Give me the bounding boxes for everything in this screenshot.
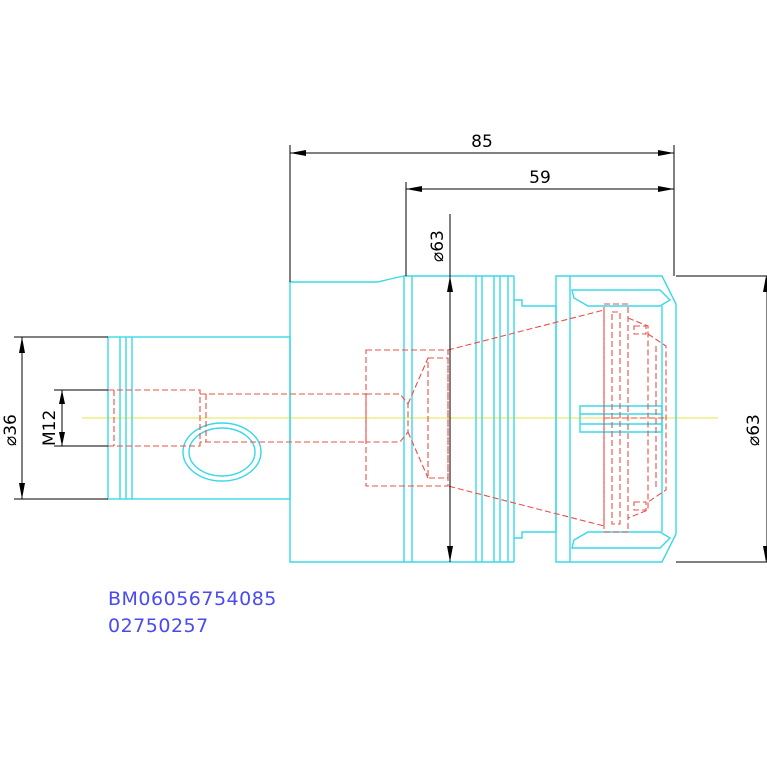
flange-outline — [289, 275, 557, 563]
collet-nut-outline — [555, 275, 677, 563]
part-code-line2: 02750257 — [108, 615, 209, 637]
dimension-59-label: 59 — [529, 168, 551, 188]
part-code-line1: BM06056754085 — [108, 588, 277, 610]
dimension-shank-diameter-label: ⌀36 — [1, 414, 21, 446]
hidden-internal-lines — [108, 303, 667, 533]
dimension-flange-diameter — [447, 214, 453, 562]
dimension-shank-diameter — [14, 336, 108, 500]
dimension-thread — [54, 389, 108, 447]
dimension-85-label: 85 — [471, 132, 493, 152]
dimension-nut-diameter — [676, 275, 767, 563]
dimension-59 — [405, 182, 675, 276]
dimension-85 — [289, 145, 675, 282]
dimension-nut-diameter-label: ⌀63 — [744, 414, 764, 446]
shank-outline — [107, 336, 291, 500]
dimension-flange-diameter-label: ⌀63 — [428, 230, 448, 262]
dimension-thread-label: M12 — [40, 410, 60, 446]
